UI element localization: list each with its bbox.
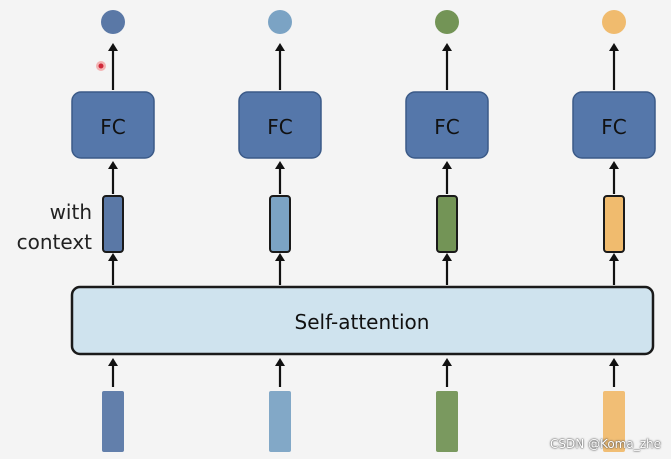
input-vector-3 bbox=[436, 391, 458, 452]
with-context-line1: with bbox=[49, 200, 92, 224]
input-vector-1 bbox=[102, 391, 124, 452]
context-vector-3 bbox=[436, 195, 458, 253]
fc-box-4 bbox=[572, 91, 656, 159]
context-vector-1 bbox=[102, 195, 124, 253]
arrow-context-to-fc-2-head bbox=[275, 161, 285, 169]
fc-label-3: FC bbox=[434, 115, 459, 139]
fc-box-1 bbox=[71, 91, 155, 159]
arrow-fc-to-output-2-head bbox=[275, 43, 285, 51]
watermark: CSDN @Koma_zhe bbox=[550, 437, 661, 451]
arrow-input-to-attention-3-head bbox=[442, 358, 452, 366]
arrow-input-to-attention-4-head bbox=[609, 358, 619, 366]
arrow-context-to-fc-4-head bbox=[609, 161, 619, 169]
arrow-fc-to-output-1-head bbox=[108, 43, 118, 51]
cursor-dot-center bbox=[98, 63, 104, 69]
arrow-context-to-fc-3-head bbox=[442, 161, 452, 169]
with-context-label: with context bbox=[6, 197, 92, 257]
output-node-2 bbox=[268, 10, 292, 34]
fc-label-2: FC bbox=[267, 115, 292, 139]
arrow-input-to-attention-2-head bbox=[275, 358, 285, 366]
fc-box-2 bbox=[238, 91, 322, 159]
input-vector-4 bbox=[603, 391, 625, 452]
arrow-attention-to-context-3-head bbox=[442, 253, 452, 261]
output-node-3 bbox=[435, 10, 459, 34]
input-vector-2 bbox=[269, 391, 291, 452]
arrow-fc-to-output-4-head bbox=[609, 43, 619, 51]
with-context-line2: context bbox=[16, 230, 92, 254]
self-attention-block bbox=[70, 285, 655, 356]
output-node-4 bbox=[602, 10, 626, 34]
arrow-fc-to-output-3-head bbox=[442, 43, 452, 51]
context-vector-2 bbox=[269, 195, 291, 253]
fc-label-1: FC bbox=[100, 115, 125, 139]
arrow-attention-to-context-2-head bbox=[275, 253, 285, 261]
self-attention-label: Self-attention bbox=[295, 310, 430, 334]
arrow-attention-to-context-4-head bbox=[609, 253, 619, 261]
fc-box-3 bbox=[405, 91, 489, 159]
fc-label-4: FC bbox=[601, 115, 626, 139]
context-vector-4 bbox=[603, 195, 625, 253]
output-node-1 bbox=[101, 10, 125, 34]
arrow-input-to-attention-1-head bbox=[108, 358, 118, 366]
arrow-context-to-fc-1-head bbox=[108, 161, 118, 169]
arrow-attention-to-context-1-head bbox=[108, 253, 118, 261]
